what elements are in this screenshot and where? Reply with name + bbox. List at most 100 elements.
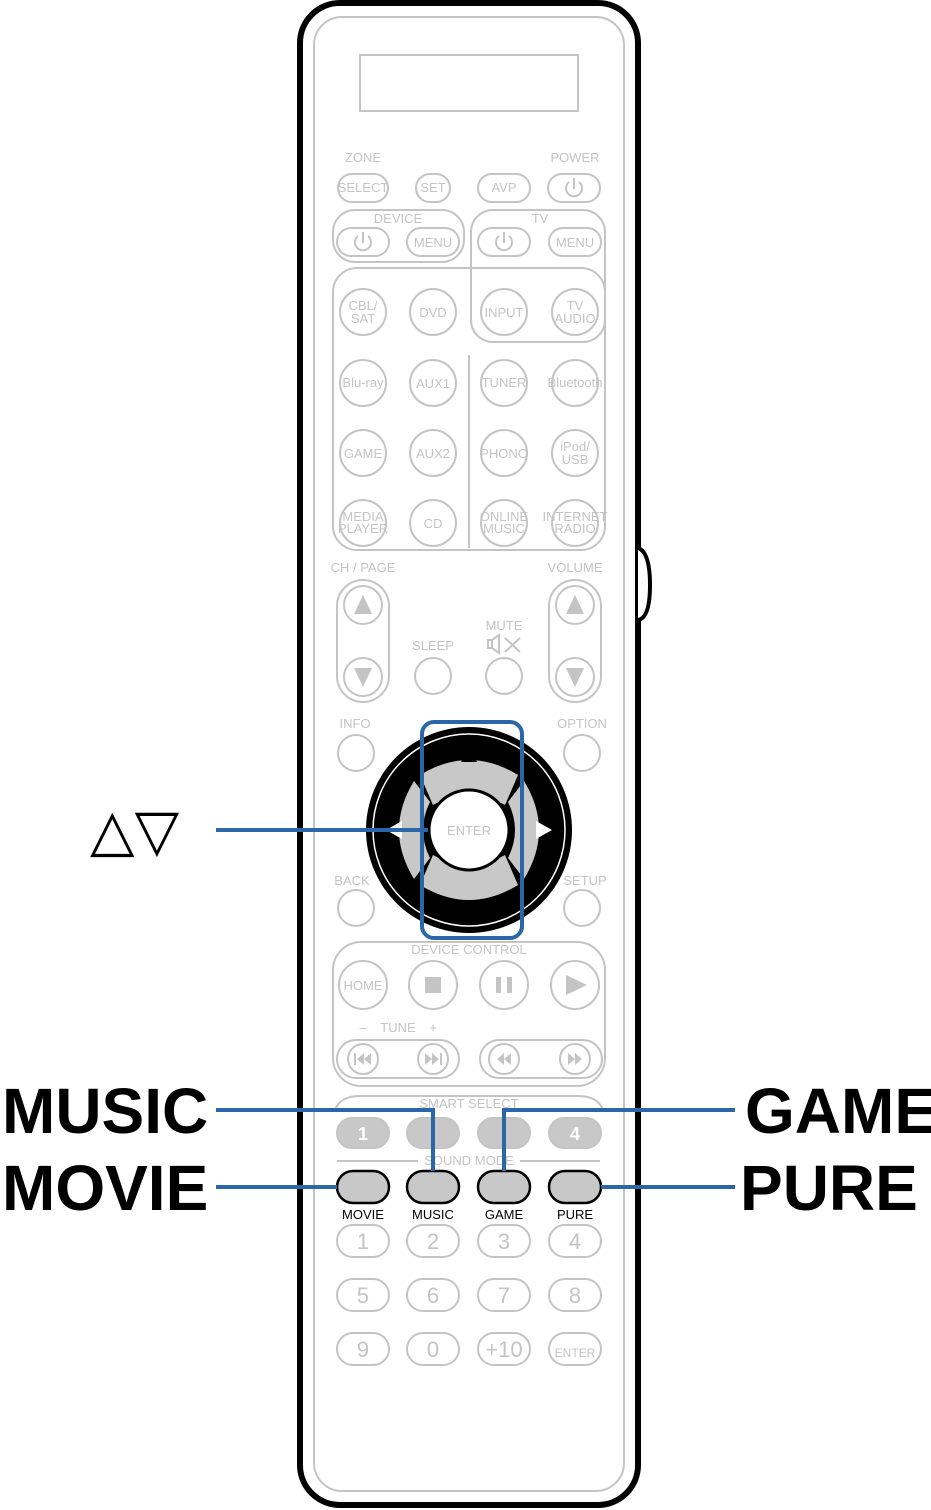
svg-text:AUDIO: AUDIO (554, 311, 595, 326)
music-label: MUSIC (412, 1207, 454, 1222)
select-button[interactable]: SELECT (337, 173, 389, 203)
numpad-button-7[interactable]: 7 (477, 1278, 531, 1312)
enter-button[interactable] (427, 788, 511, 872)
numpad-label: 5 (357, 1283, 369, 1308)
source-aux1-button[interactable]: AUX1 (409, 359, 457, 407)
setup-button[interactable] (563, 889, 601, 927)
back-button[interactable] (337, 889, 375, 927)
numpad-button-4[interactable]: 4 (548, 1224, 602, 1258)
source-tuner-button[interactable]: TUNER (480, 359, 528, 407)
pure-button[interactable] (547, 1169, 603, 1205)
tv-power-button[interactable] (477, 227, 531, 257)
device-menu-button[interactable]: MENU (406, 227, 460, 257)
numpad-label: 9 (357, 1337, 369, 1362)
source-internet-radio-button[interactable]: INTERNET RADIO (543, 499, 608, 547)
movie-button[interactable] (335, 1169, 391, 1205)
tv-audio-button[interactable]: TV AUDIO (551, 288, 599, 336)
numpad-button-0[interactable]: 0 (406, 1332, 460, 1366)
sound-mode-label: SOUND MODE (424, 1153, 514, 1168)
dpad-down-button[interactable] (420, 855, 518, 900)
info-button[interactable] (337, 734, 375, 772)
music-button[interactable] (405, 1169, 461, 1205)
svg-text:HOME: HOME (344, 978, 383, 993)
up-down-callout: △▽ (90, 798, 180, 863)
source-ipod-usb-button[interactable]: iPod/ USB (551, 429, 599, 477)
up-triangle-icon (354, 595, 372, 614)
numpad-label: 3 (498, 1229, 510, 1254)
source-bluetooth-button[interactable]: Bluetooth (548, 359, 603, 407)
previous-icon (354, 1053, 371, 1065)
tv-input-button[interactable]: INPUT (480, 288, 528, 336)
numpad-button-9[interactable]: 9 (336, 1332, 390, 1366)
back-label: BACK (334, 873, 370, 888)
numpad-button-3[interactable]: 3 (477, 1224, 531, 1258)
sleep-button[interactable] (414, 657, 452, 695)
stop-button[interactable] (408, 960, 458, 1010)
numpad-label: 7 (498, 1283, 510, 1308)
tv-menu-button[interactable]: MENU (548, 227, 602, 257)
smart-select-1-button[interactable]: 1 (336, 1117, 390, 1149)
source-bluray-button[interactable]: Blu-ray (339, 359, 387, 407)
source-media-player-button[interactable]: MEDIA PLAYER (338, 499, 388, 547)
set-button[interactable]: SET (415, 173, 451, 203)
info-label: INFO (339, 716, 370, 731)
numpad-label: 1 (357, 1229, 369, 1254)
pause-button[interactable] (479, 960, 529, 1010)
source-dvd-button[interactable]: DVD (409, 288, 457, 336)
source-aux2-button[interactable]: AUX2 (409, 429, 457, 477)
tv-label: TV (532, 211, 549, 226)
svg-text:USB: USB (562, 452, 589, 467)
source-cbl-sat-button[interactable]: CBL/ SAT (339, 288, 387, 336)
svg-text:GAME: GAME (344, 446, 383, 461)
game-button[interactable] (476, 1169, 532, 1205)
tune-rocker[interactable] (336, 1039, 460, 1079)
numpad-button-5[interactable]: 5 (336, 1278, 390, 1312)
numpad-label: 6 (427, 1283, 439, 1308)
svg-text:SET: SET (420, 180, 445, 195)
numpad-button-enter[interactable]: ENTER (548, 1332, 602, 1366)
numpad-button-1[interactable]: 1 (336, 1224, 390, 1258)
play-button[interactable] (550, 960, 600, 1010)
volume-rocker[interactable] (548, 579, 602, 703)
smart-select-4-button[interactable]: 4 (548, 1117, 602, 1149)
sleep-label: SLEEP (412, 638, 454, 653)
svg-text:DVD: DVD (419, 305, 446, 320)
svg-text:SELECT: SELECT (338, 180, 389, 195)
search-rocker[interactable] (479, 1039, 603, 1079)
svg-text:MUSIC: MUSIC (483, 521, 525, 536)
svg-text:TV: TV (567, 298, 584, 313)
numpad-button-8[interactable]: 8 (548, 1278, 602, 1312)
svg-text:AUX1: AUX1 (416, 376, 450, 391)
up-triangle-icon (461, 746, 477, 762)
numpad-button-plus10[interactable]: +10 (477, 1332, 531, 1366)
ch-page-rocker[interactable] (336, 579, 390, 703)
power-icon (565, 178, 583, 198)
svg-text:ONLINE: ONLINE (480, 509, 529, 524)
callout-lines (216, 720, 735, 1189)
game-label: GAME (485, 1207, 524, 1222)
avp-button[interactable]: AVP (477, 173, 531, 203)
svg-text:RADIO: RADIO (554, 521, 595, 536)
svg-text:CBL/: CBL/ (349, 298, 378, 313)
source-online-music-button[interactable]: ONLINE MUSIC (480, 499, 529, 547)
source-cd-button[interactable]: CD (409, 499, 457, 547)
numpad-button-2[interactable]: 2 (406, 1224, 460, 1258)
numpad-label: +10 (485, 1337, 522, 1362)
svg-text:iPod/: iPod/ (560, 439, 590, 454)
tune-label: TUNE (380, 1020, 416, 1035)
play-icon (566, 975, 587, 995)
rewind-icon (497, 1053, 511, 1065)
svg-text:AVP: AVP (491, 180, 516, 195)
source-game-button[interactable]: GAME (339, 429, 387, 477)
mute-button[interactable] (485, 657, 523, 695)
numpad-button-6[interactable]: 6 (406, 1278, 460, 1312)
device-power-button[interactable] (336, 227, 390, 257)
power-label: POWER (550, 150, 599, 165)
power-button[interactable] (547, 173, 601, 203)
dpad-up-button[interactable] (420, 760, 518, 805)
home-button[interactable]: HOME (338, 960, 388, 1010)
option-button[interactable] (563, 734, 601, 772)
movie-label: MOVIE (342, 1207, 384, 1222)
source-phono-button[interactable]: PHONO (480, 429, 528, 477)
